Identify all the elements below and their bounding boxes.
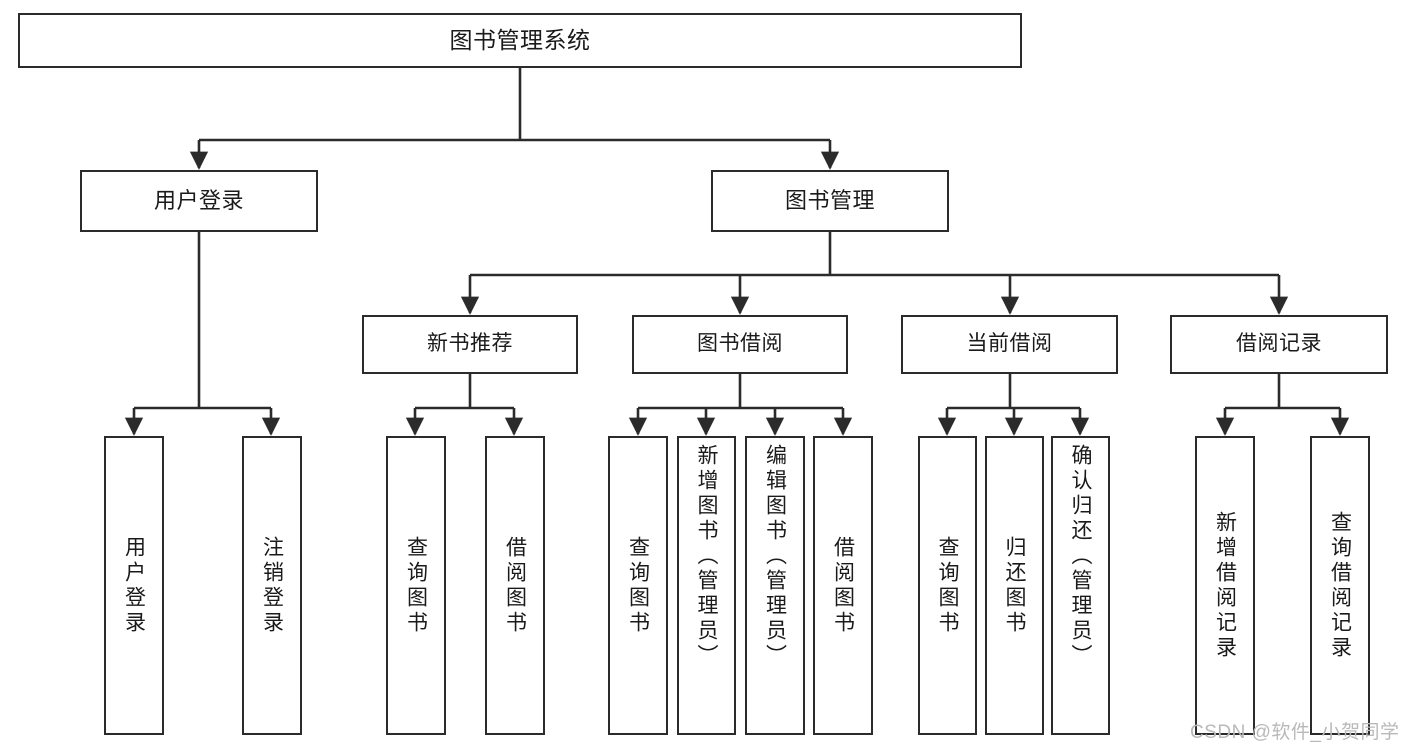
node-current-borrow[interactable]: 当前借阅 <box>901 315 1118 374</box>
node-leaf-return-book-label: 归还图书 <box>1003 535 1026 636</box>
node-leaf-borrow-book-2[interactable]: 借阅图书 <box>813 436 873 735</box>
node-user-login[interactable]: 用户登录 <box>80 170 318 232</box>
node-book-manage-label: 图书管理 <box>784 188 875 214</box>
node-book-manage[interactable]: 图书管理 <box>711 170 949 232</box>
node-leaf-user-login[interactable]: 用户登录 <box>104 436 164 735</box>
node-leaf-add-book[interactable]: 新增图书（管理员） <box>677 436 736 735</box>
node-leaf-query-book-2[interactable]: 查询图书 <box>608 436 668 735</box>
node-leaf-user-login-label: 用户登录 <box>122 535 146 636</box>
node-leaf-logout[interactable]: 注销登录 <box>242 436 302 735</box>
node-leaf-query-book-1[interactable]: 查询图书 <box>386 436 446 735</box>
node-current-borrow-label: 当前借阅 <box>966 332 1053 356</box>
node-leaf-query-book-3[interactable]: 查询图书 <box>918 436 977 735</box>
node-leaf-borrow-book-1-label: 借阅图书 <box>503 535 527 636</box>
node-leaf-borrow-book-1[interactable]: 借阅图书 <box>485 436 545 735</box>
node-leaf-query-record[interactable]: 查询借阅记录 <box>1310 436 1370 735</box>
node-leaf-query-book-3-label: 查询图书 <box>936 535 959 636</box>
node-leaf-add-record[interactable]: 新增借阅记录 <box>1195 436 1255 735</box>
node-leaf-confirm-return[interactable]: 确认归还（管理员） <box>1051 436 1110 735</box>
node-leaf-return-book[interactable]: 归还图书 <box>985 436 1044 735</box>
node-leaf-borrow-book-2-label: 借阅图书 <box>831 535 855 636</box>
node-borrow-record[interactable]: 借阅记录 <box>1170 315 1388 374</box>
node-leaf-query-book-1-label: 查询图书 <box>404 535 428 636</box>
node-leaf-add-record-label: 新增借阅记录 <box>1213 510 1237 661</box>
node-root[interactable]: 图书管理系统 <box>18 13 1022 68</box>
node-borrow-record-label: 借阅记录 <box>1236 332 1322 356</box>
node-leaf-query-book-2-label: 查询图书 <box>626 535 650 636</box>
node-book-borrow-label: 图书借阅 <box>697 332 783 356</box>
node-user-login-label: 用户登录 <box>153 188 244 214</box>
node-leaf-logout-label: 注销登录 <box>260 535 284 636</box>
node-root-label: 图书管理系统 <box>449 26 591 53</box>
node-leaf-confirm-return-label: 确认归还（管理员） <box>1069 444 1092 669</box>
watermark-text: CSDN @软件_小贺同学 <box>1190 722 1400 743</box>
node-leaf-query-record-label: 查询借阅记录 <box>1328 510 1352 661</box>
node-leaf-edit-book[interactable]: 编辑图书（管理员） <box>745 436 805 735</box>
node-new-book-rec-label: 新书推荐 <box>427 332 513 356</box>
node-book-borrow[interactable]: 图书借阅 <box>632 315 848 374</box>
node-new-book-rec[interactable]: 新书推荐 <box>362 315 578 374</box>
node-leaf-add-book-label: 新增图书（管理员） <box>695 444 718 669</box>
node-leaf-edit-book-label: 编辑图书（管理员） <box>763 444 787 669</box>
